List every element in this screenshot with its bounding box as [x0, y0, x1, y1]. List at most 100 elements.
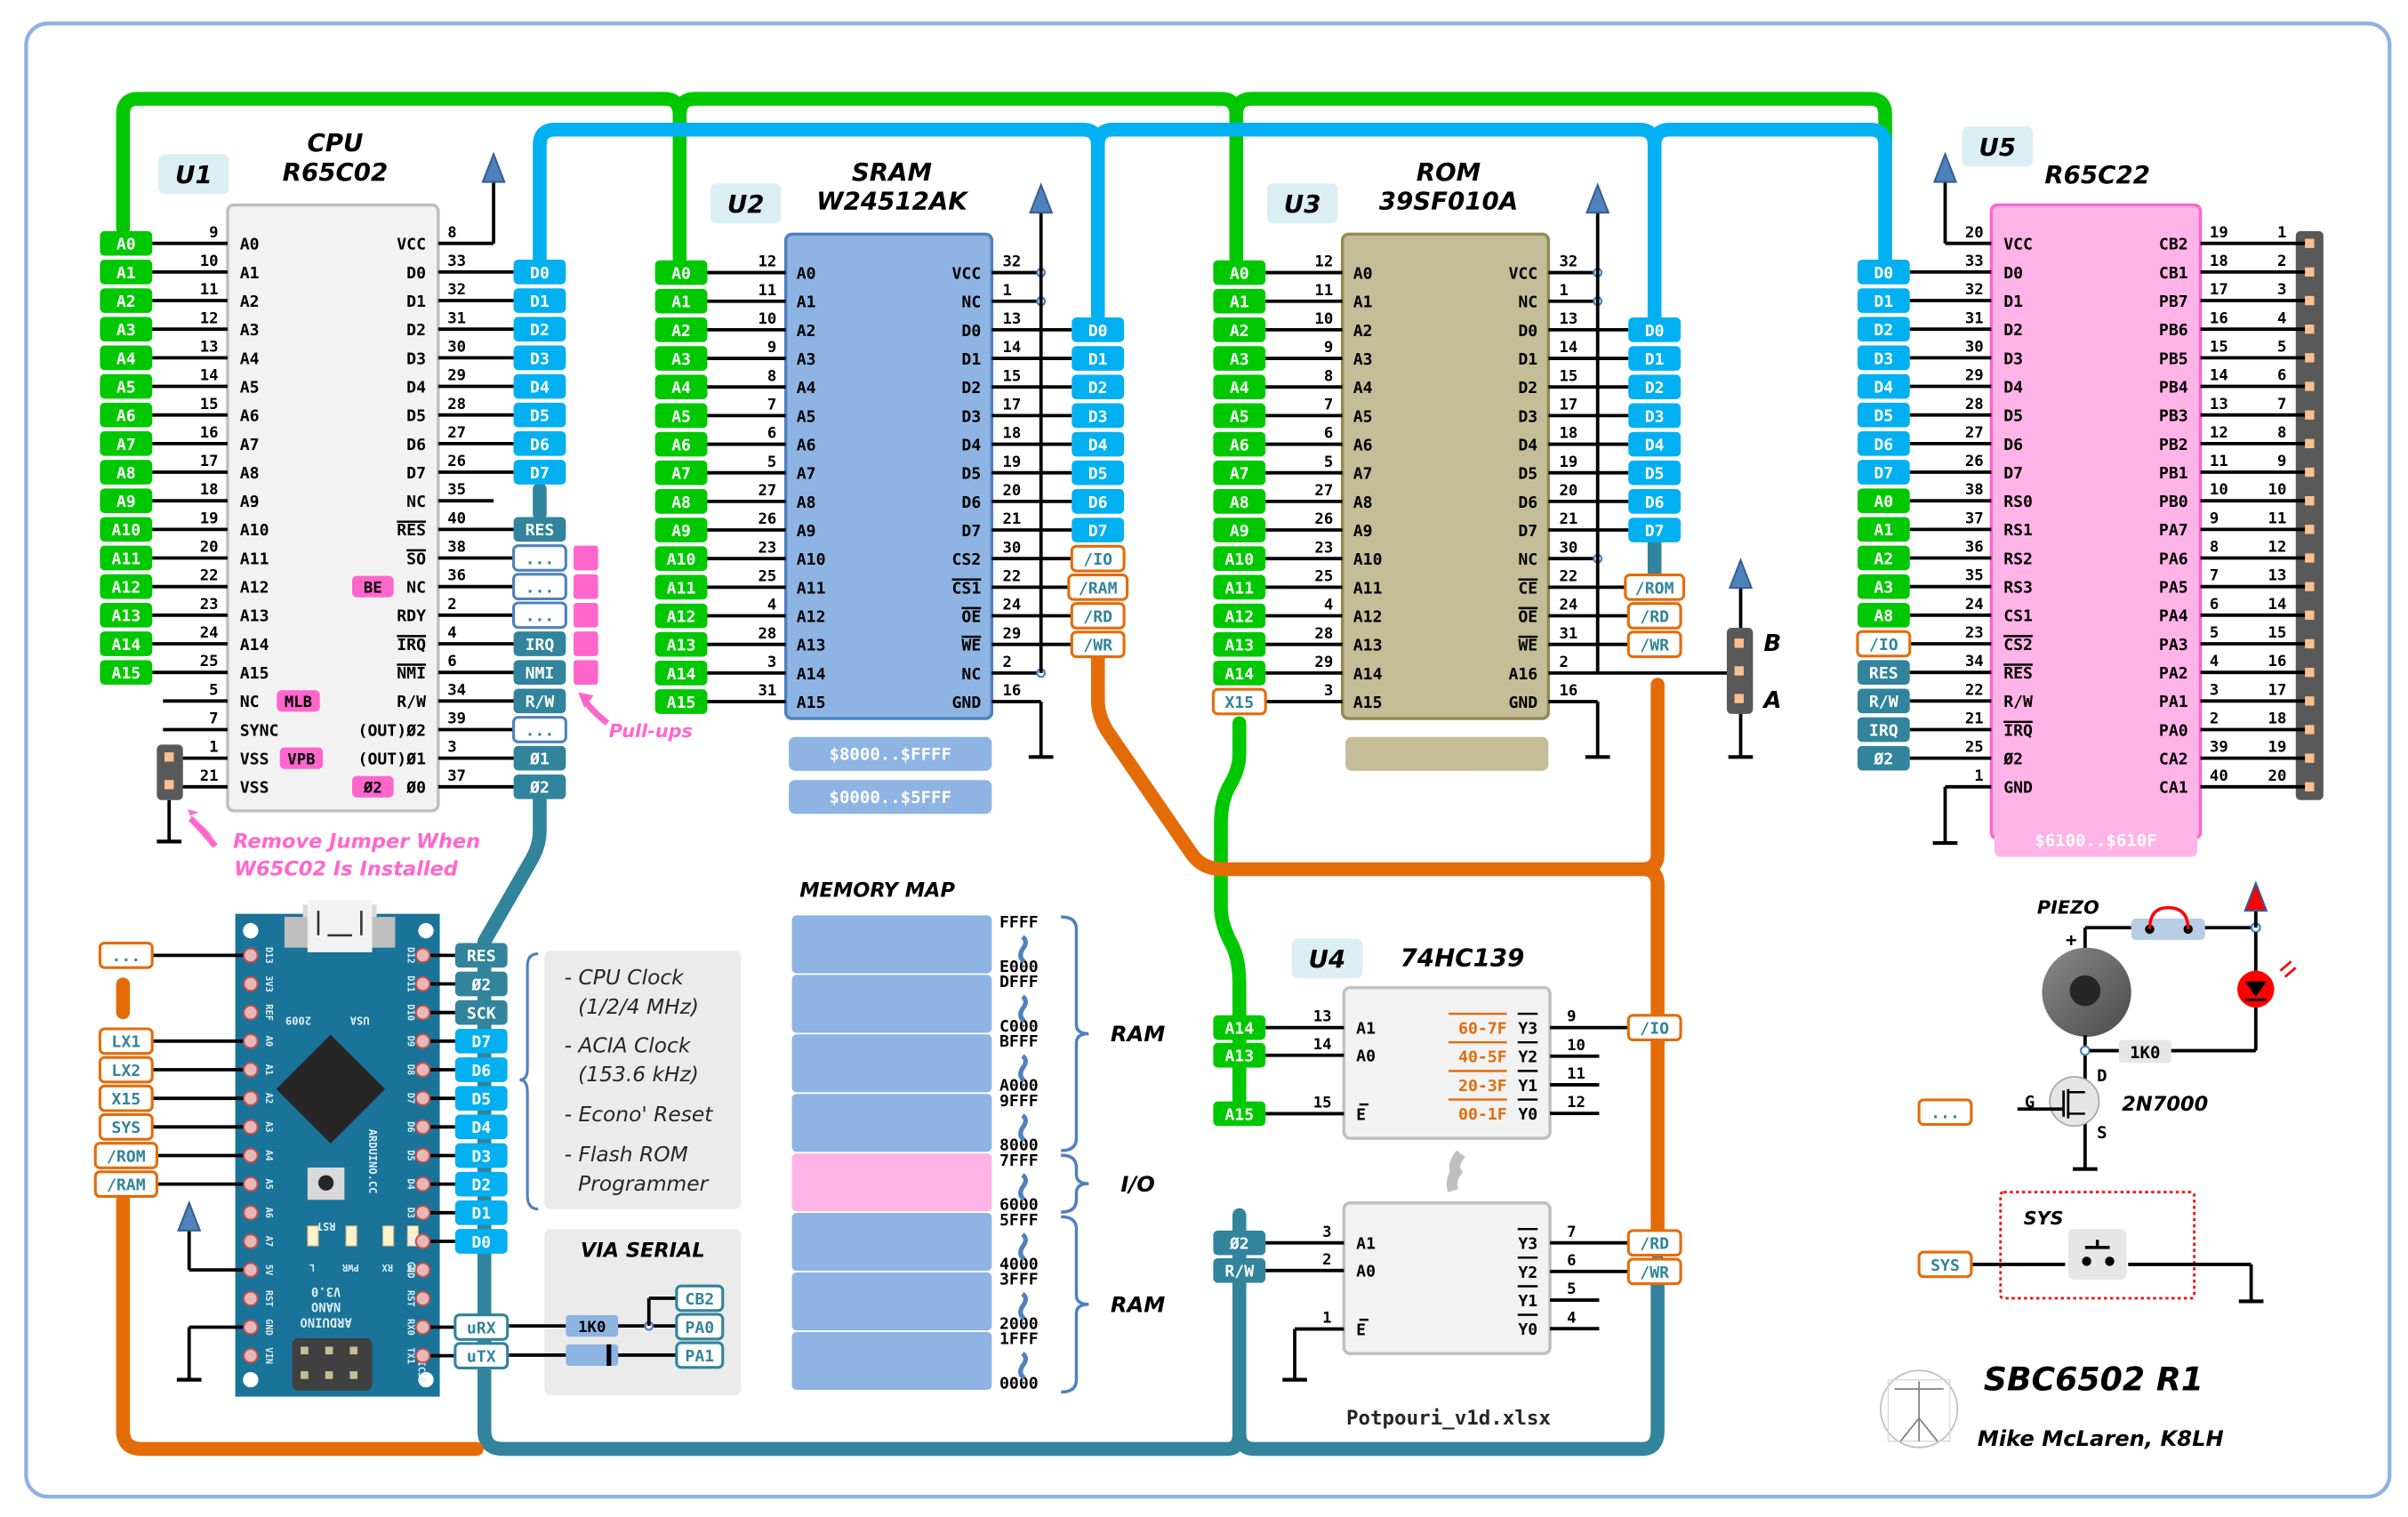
- net-label-a6[interactable]: A6: [654, 431, 708, 457]
- net-label-a12[interactable]: A12: [1213, 603, 1266, 629]
- net-label-a0[interactable]: A0: [100, 230, 153, 256]
- net-label-d0[interactable]: D0: [513, 260, 566, 285]
- net-label-a13[interactable]: A13: [100, 603, 153, 628]
- net-label-[interactable]: ...: [512, 573, 567, 601]
- net-label-d5[interactable]: D5: [1628, 460, 1682, 486]
- net-label-d4[interactable]: D4: [1628, 431, 1682, 457]
- net-label-d4[interactable]: D4: [513, 373, 566, 399]
- net-label-res[interactable]: RES: [454, 943, 508, 968]
- net-label-a7[interactable]: A7: [1213, 460, 1266, 486]
- net-label-1[interactable]: Ø1: [513, 745, 566, 771]
- net-label-a9[interactable]: A9: [654, 518, 708, 542]
- net-label-pa1[interactable]: PA1: [675, 1341, 725, 1369]
- net-label-d0[interactable]: D0: [1857, 260, 1910, 285]
- net-label-rom[interactable]: /ROM: [93, 1142, 158, 1169]
- net-label-rw[interactable]: R/W: [1857, 688, 1910, 714]
- net-label-a2[interactable]: A2: [1213, 317, 1266, 342]
- net-label-pa0[interactable]: PA0: [675, 1312, 725, 1341]
- net-label-d2[interactable]: D2: [1628, 374, 1682, 400]
- net-label-[interactable]: ...: [98, 941, 154, 969]
- net-label-d7[interactable]: D7: [454, 1029, 508, 1054]
- net-label-2[interactable]: Ø2: [1213, 1230, 1266, 1256]
- net-label-d6[interactable]: D6: [513, 431, 566, 456]
- net-label-nmi[interactable]: NMI: [513, 660, 566, 685]
- net-label-d6[interactable]: D6: [1857, 431, 1910, 456]
- net-label-res[interactable]: RES: [513, 517, 566, 542]
- net-label-a15[interactable]: A15: [1213, 1101, 1266, 1127]
- net-label-[interactable]: ...: [512, 601, 567, 630]
- net-label-d2[interactable]: D2: [1857, 317, 1910, 342]
- net-label-a14[interactable]: A14: [1213, 661, 1266, 686]
- net-label-a13[interactable]: A13: [1213, 631, 1266, 657]
- net-label-a8[interactable]: A8: [1213, 489, 1266, 514]
- net-label-sys[interactable]: SYS: [1917, 1250, 1973, 1279]
- net-label-a0[interactable]: A0: [1213, 260, 1266, 285]
- net-label-a8[interactable]: A8: [654, 489, 708, 514]
- net-label-rom[interactable]: /ROM: [1624, 573, 1686, 601]
- net-label-a11[interactable]: A11: [1213, 574, 1266, 600]
- net-label-d6[interactable]: D6: [1628, 489, 1682, 514]
- net-label-a5[interactable]: A5: [1213, 403, 1266, 429]
- net-label-a14[interactable]: A14: [654, 661, 708, 686]
- net-label-d3[interactable]: D3: [513, 345, 566, 371]
- net-label-wr[interactable]: /WR: [1070, 630, 1126, 659]
- net-label-d3[interactable]: D3: [454, 1143, 508, 1168]
- net-label-d1[interactable]: D1: [513, 288, 566, 313]
- net-label-a8[interactable]: A8: [1857, 603, 1910, 628]
- net-label-ram[interactable]: /RAM: [93, 1170, 158, 1199]
- net-label-a15[interactable]: A15: [654, 689, 708, 714]
- net-label-d6[interactable]: D6: [1072, 489, 1125, 514]
- net-label-a13[interactable]: A13: [654, 631, 708, 657]
- net-label-a4[interactable]: A4: [100, 345, 153, 371]
- net-label-d7[interactable]: D7: [513, 460, 566, 485]
- net-label-a1[interactable]: A1: [654, 288, 708, 314]
- net-label-a13[interactable]: A13: [1213, 1042, 1266, 1068]
- net-label-a4[interactable]: A4: [1213, 374, 1266, 400]
- net-label-2[interactable]: Ø2: [1857, 745, 1910, 771]
- net-label-d1[interactable]: D1: [1072, 346, 1125, 371]
- net-label-a14[interactable]: A14: [1213, 1015, 1266, 1040]
- net-label-a0[interactable]: A0: [654, 260, 708, 285]
- net-label-a2[interactable]: A2: [1857, 545, 1910, 571]
- net-label-wr[interactable]: /WR: [1626, 630, 1682, 659]
- net-label-a3[interactable]: A3: [1857, 574, 1910, 599]
- net-label-d2[interactable]: D2: [454, 1171, 508, 1197]
- net-label-a5[interactable]: A5: [654, 403, 708, 429]
- pin-header-20[interactable]: [2295, 230, 2324, 800]
- net-label-a4[interactable]: A4: [654, 374, 708, 400]
- net-label-a9[interactable]: A9: [100, 488, 153, 514]
- net-label-a3[interactable]: A3: [100, 317, 153, 342]
- net-label-d0[interactable]: D0: [1628, 317, 1682, 342]
- net-label-a2[interactable]: A2: [100, 288, 153, 313]
- net-label-utx[interactable]: uTX: [454, 1342, 510, 1370]
- net-label-a1[interactable]: A1: [1213, 288, 1266, 314]
- net-label-d4[interactable]: D4: [1072, 431, 1125, 457]
- reset-button-cap[interactable]: [317, 1175, 334, 1191]
- net-label-urx[interactable]: uRX: [454, 1313, 510, 1341]
- net-label-cb2[interactable]: CB2: [675, 1284, 725, 1312]
- net-label-[interactable]: ...: [512, 716, 567, 743]
- net-label-d5[interactable]: D5: [454, 1086, 508, 1111]
- net-label-ram[interactable]: /RAM: [1067, 573, 1129, 601]
- net-label-a7[interactable]: A7: [654, 460, 708, 486]
- jumper-header[interactable]: [157, 744, 183, 800]
- net-label-a3[interactable]: A3: [654, 346, 708, 371]
- net-label-a12[interactable]: A12: [654, 603, 708, 629]
- net-label-a15[interactable]: A15: [100, 660, 153, 685]
- net-label-lx1[interactable]: LX1: [98, 1027, 154, 1055]
- net-label-io[interactable]: /IO: [1070, 544, 1126, 573]
- net-label-x15[interactable]: X15: [98, 1084, 154, 1112]
- net-label-x15[interactable]: X15: [1211, 687, 1267, 716]
- net-label-rw[interactable]: R/W: [1213, 1258, 1266, 1283]
- net-label-a0[interactable]: A0: [1857, 488, 1910, 514]
- net-label-d5[interactable]: D5: [1857, 402, 1910, 428]
- net-label-sck[interactable]: SCK: [454, 999, 508, 1025]
- net-label-irq[interactable]: IRQ: [1857, 717, 1910, 742]
- net-label-d2[interactable]: D2: [1072, 374, 1125, 400]
- net-label-a10[interactable]: A10: [654, 546, 708, 572]
- net-label-rd[interactable]: /RD: [1626, 1229, 1682, 1257]
- net-label-d3[interactable]: D3: [1072, 403, 1125, 429]
- net-label-lx2[interactable]: LX2: [98, 1055, 154, 1084]
